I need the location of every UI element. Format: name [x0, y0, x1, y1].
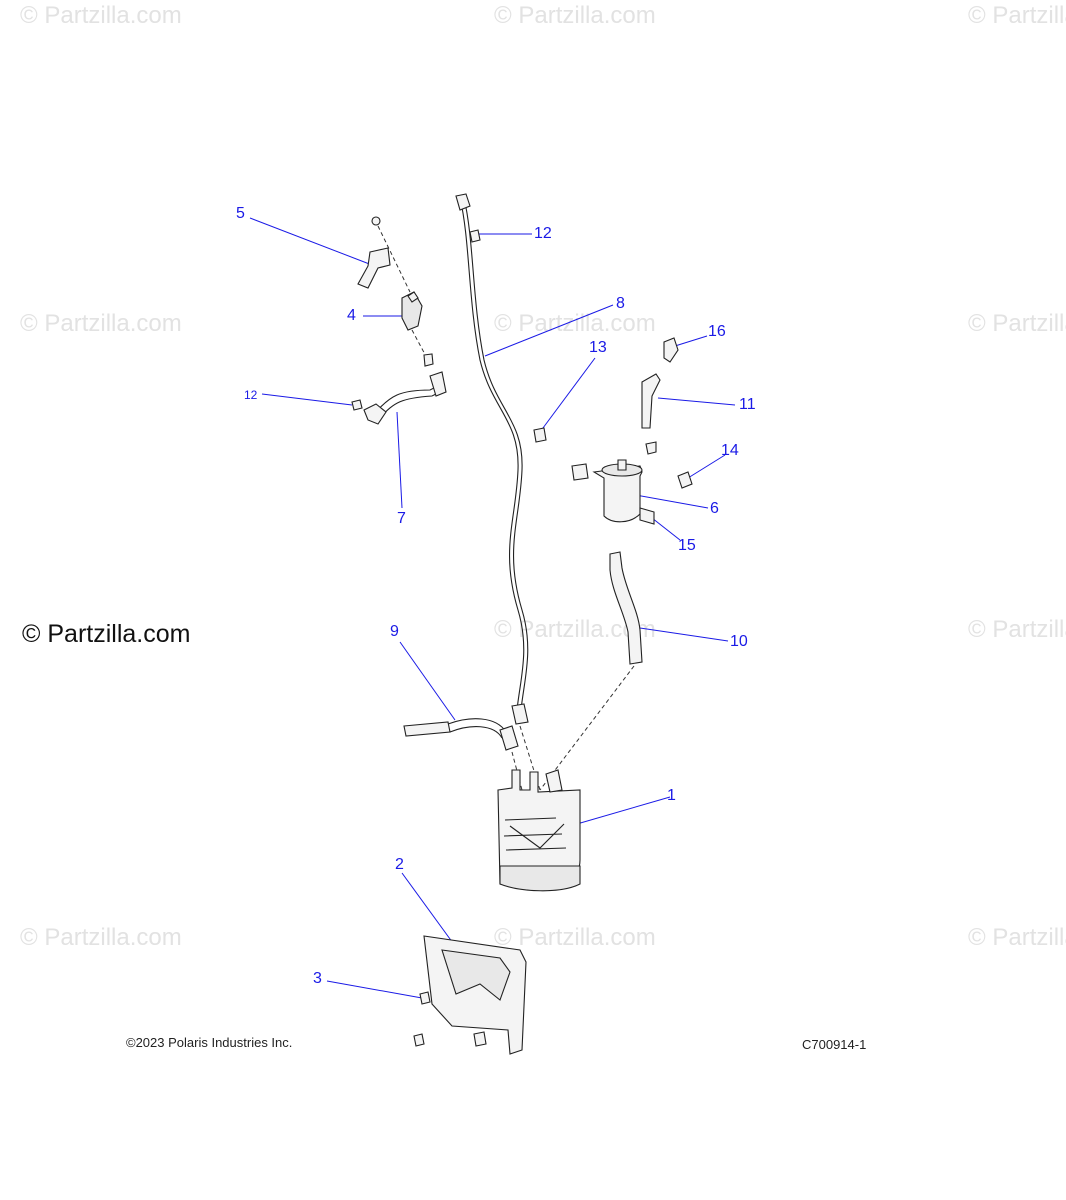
leader-lines — [249, 217, 736, 999]
callout-14[interactable]: 14 — [721, 442, 739, 459]
callout-16[interactable]: 16 — [708, 323, 726, 340]
footer-diagram-code: C700914-1 — [802, 1037, 867, 1052]
canister-part-6 — [571, 459, 655, 525]
callout-3[interactable]: 3 — [313, 970, 322, 987]
hose-part-11 — [641, 373, 661, 429]
callout-13[interactable]: 13 — [589, 339, 607, 356]
canister-part-1 — [497, 769, 581, 892]
bracket-part-2 — [423, 935, 527, 1055]
callout-11[interactable]: 11 — [739, 396, 756, 413]
watermark: © Partzilla.com — [968, 924, 1066, 951]
watermark: © Partzilla.com — [494, 924, 656, 951]
watermark: © Partzilla.com — [968, 310, 1066, 337]
fitting-part-16 — [663, 337, 679, 363]
callout-15[interactable]: 15 — [678, 537, 696, 554]
callout-9[interactable]: 9 — [390, 623, 399, 640]
callout-6[interactable]: 6 — [710, 500, 719, 517]
hose-part-8 — [455, 193, 529, 725]
watermark: © Partzilla.com — [494, 310, 656, 337]
callout-10[interactable]: 10 — [730, 633, 748, 650]
callout-7[interactable]: 7 — [397, 510, 406, 527]
watermark: © Partzilla.com — [968, 616, 1066, 643]
watermark: © Partzilla.com — [968, 2, 1066, 29]
bracket-part-5 — [357, 216, 411, 293]
watermark-main: © Partzilla.com — [22, 620, 191, 648]
callout-5[interactable]: 5 — [236, 205, 245, 222]
watermark: © Partzilla.com — [494, 2, 656, 29]
watermark: © Partzilla.com — [20, 924, 182, 951]
clip-part-13 — [533, 427, 547, 443]
screws-part-3 — [413, 991, 487, 1047]
valve-part-4 — [401, 291, 434, 367]
callout-4[interactable]: 4 — [347, 307, 356, 324]
callout-12-left[interactable]: 12 — [244, 388, 258, 402]
watermark: © Partzilla.com — [20, 2, 182, 29]
footer-copyright: ©2023 Polaris Industries Inc. — [126, 1035, 293, 1050]
hose-part-10 — [539, 551, 643, 791]
callout-12-top[interactable]: 12 — [534, 225, 552, 242]
callout-2[interactable]: 2 — [395, 856, 404, 873]
callout-8[interactable]: 8 — [616, 295, 625, 312]
hose-part-9 — [403, 718, 519, 751]
callout-1[interactable]: 1 — [667, 787, 676, 804]
hose-part-7 — [351, 371, 447, 425]
watermark: © Partzilla.com — [20, 310, 182, 337]
clip-part-14 — [677, 471, 693, 489]
